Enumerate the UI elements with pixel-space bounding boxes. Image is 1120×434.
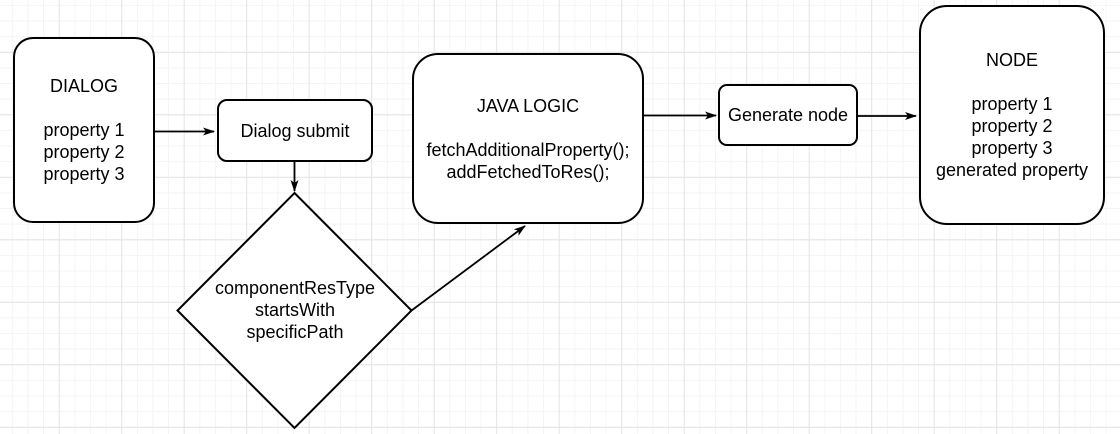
node-property: property 1 [971,94,1053,114]
dialog-property: property 1 [43,120,125,140]
decision-line: componentResType [214,278,376,298]
dialog-property: property 3 [43,164,125,184]
decision-line: startsWith [254,300,335,320]
dialog-submit-node[interactable]: Dialog submit [217,99,373,162]
java-logic-node[interactable]: JAVA LOGIC fetchAdditionalProperty(); ad… [412,53,644,224]
node-property: generated property [935,160,1089,180]
generate-node-label: Generate node [727,105,849,125]
java-logic-statement: fetchAdditionalProperty(); [426,139,630,160]
generate-node-node[interactable]: Generate node [718,84,858,146]
dialog-property: property 2 [43,142,125,162]
node-property: property 3 [971,138,1053,158]
node-node[interactable]: NODE property 1 property 2 property 3 ge… [919,5,1105,225]
decision-line: specificPath [246,322,344,342]
node-title: NODE [985,50,1038,70]
decision-diamond-shape[interactable] [176,191,413,430]
node-property: property 2 [971,116,1053,136]
dialog-node[interactable]: DIALOG property 1 property 2 property 3 [13,37,155,223]
dialog-submit-label: Dialog submit [240,120,350,141]
edge-decision-to-java-logic[interactable] [410,225,526,312]
java-logic-statement: addFetchedToRes(); [446,161,610,182]
dialog-node-title: DIALOG [49,76,119,96]
java-logic-title: JAVA LOGIC [476,95,580,116]
decision-diamond-label: componentResType startsWith specificPath [175,277,415,343]
